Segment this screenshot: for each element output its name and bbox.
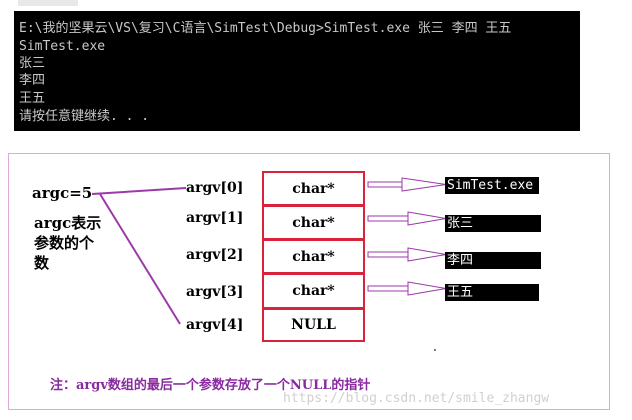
argv-label-2: argv[2] (186, 247, 244, 263)
arrow-argv3 (367, 281, 447, 296)
console-window: E:\我的坚果云\VS\复习\C语言\SimTest\Debug>SimTest… (14, 11, 580, 131)
stray-dot (434, 349, 436, 351)
argc-connector-top (91, 187, 187, 195)
argv-label-4: argv[4] (186, 317, 244, 333)
console-line-output: 李四 (19, 73, 46, 88)
arrow-argv0 (367, 177, 447, 192)
argv-label-0: argv[0] (186, 180, 244, 196)
console-line-output: SimTest.exe (19, 39, 106, 54)
console-line-output: 王五 (19, 91, 46, 106)
string-wangwu: 王五 (445, 284, 539, 301)
string-simtest-exe: SimTest.exe (445, 177, 539, 194)
arrow-argv2 (367, 247, 447, 262)
console-line-prompt: 请按任意键继续. . . (19, 109, 150, 124)
console-line-command: E:\我的坚果云\VS\复习\C语言\SimTest\Debug>SimTest… (19, 21, 512, 36)
arrow-argv1 (367, 211, 447, 226)
watermark-url: https://blog.csdn.net/smile_zhangw (283, 391, 550, 406)
argc-label: argc=5 (32, 184, 93, 202)
argv-cell-0: char* (262, 171, 365, 206)
string-lisi: 李四 (445, 252, 541, 269)
footnote-null-pointer: 注：argv数组的最后一个参数存放了一个NULL的指针 (50, 378, 371, 393)
argv-cell-2: char* (262, 239, 365, 274)
argc-description-line3: 数 (34, 254, 50, 272)
argc-connector-bottom (99, 193, 181, 325)
argv-cell-4-null: NULL (262, 308, 365, 342)
console-line-output: 张三 (19, 56, 46, 71)
argv-label-1: argv[1] (186, 210, 244, 226)
string-zhangsan: 张三 (445, 215, 541, 232)
argc-description-line1: argc表示 (34, 214, 102, 232)
argc-description-line2: 参数的个 (34, 234, 95, 252)
top-edge-strip (18, 0, 78, 6)
argv-cell-3: char* (262, 273, 365, 309)
argv-cell-1: char* (262, 205, 365, 240)
argv-label-3: argv[3] (186, 284, 244, 300)
